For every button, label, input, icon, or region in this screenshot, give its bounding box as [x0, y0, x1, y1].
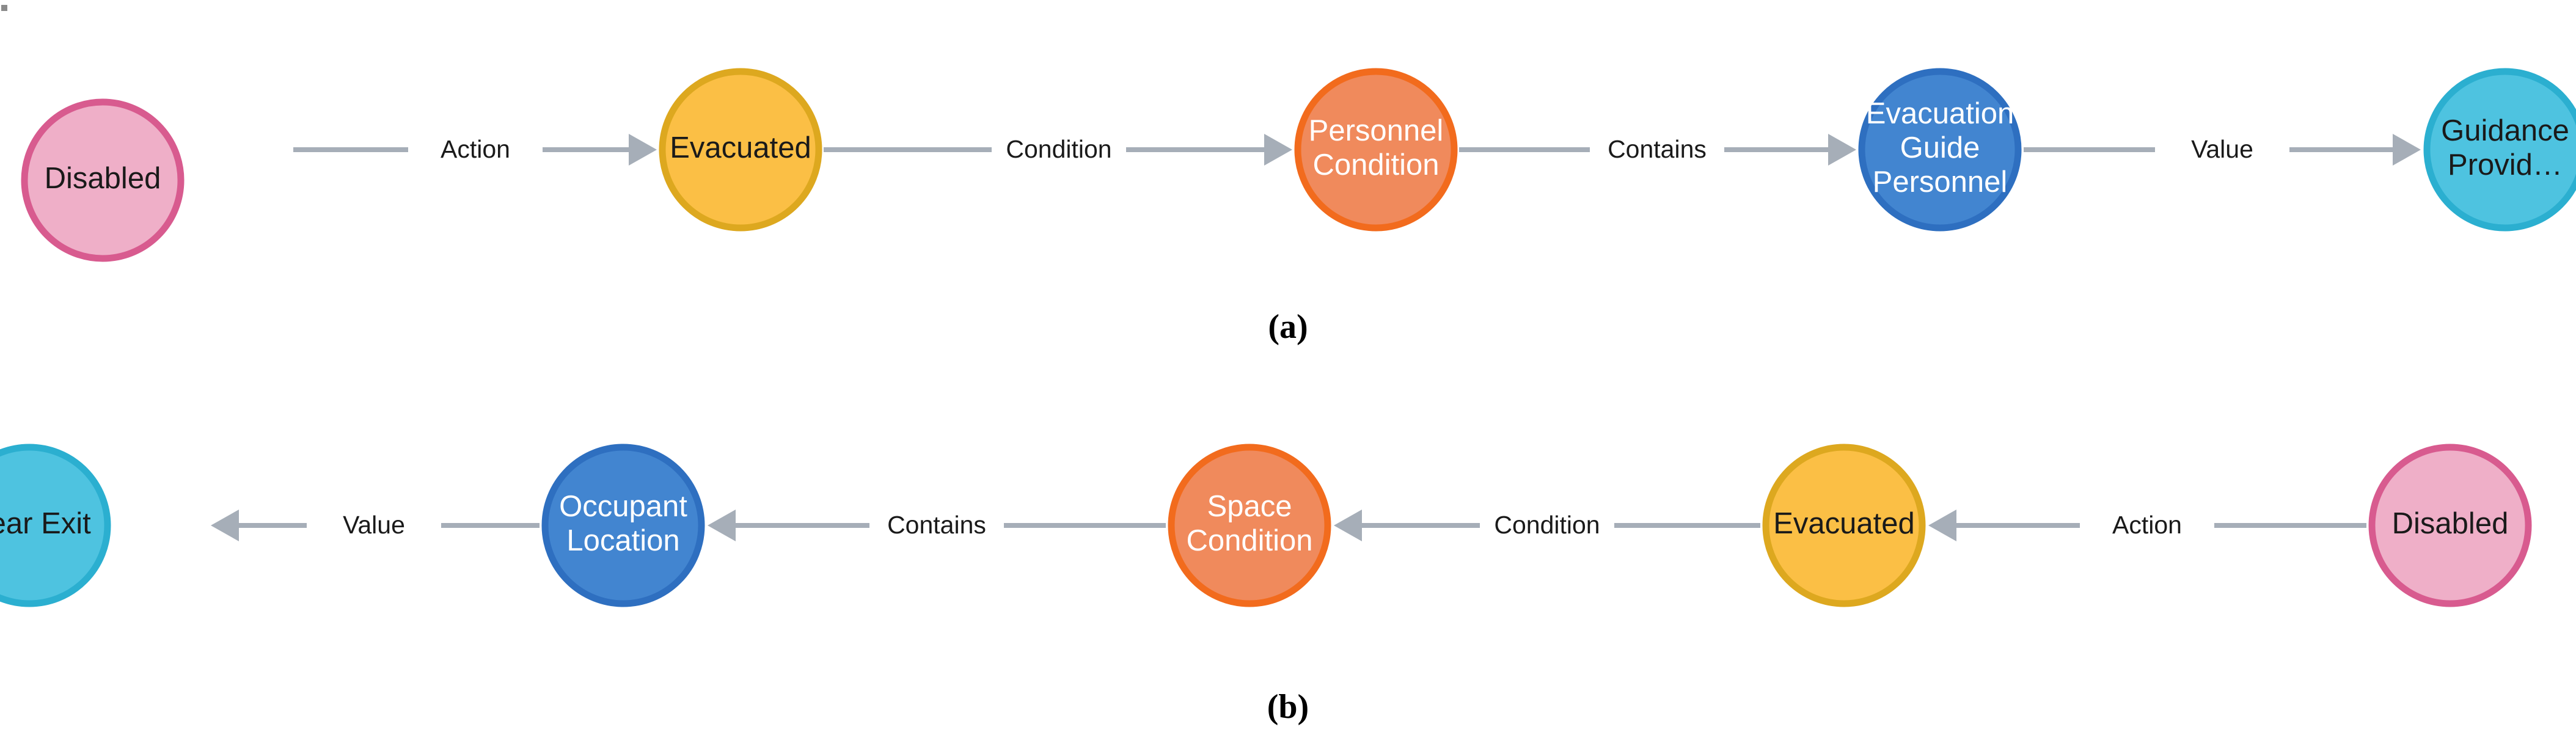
node-label: Evacuated: [1773, 507, 1915, 540]
panel-caption-b: (b): [1267, 688, 1309, 726]
edge-b-edge-value[interactable]: Value: [211, 510, 540, 541]
crop-corner-mark: [1, 5, 7, 11]
edge-label: Value: [343, 511, 405, 539]
node-a-disabled[interactable]: Disabled: [21, 98, 185, 262]
edge-label: Contains: [1608, 135, 1707, 163]
node-label: Disabled: [2392, 507, 2509, 540]
node-label: Near Exit: [0, 507, 91, 540]
edge-a-edge-action[interactable]: Action: [293, 134, 657, 166]
node-circle[interactable]: [0, 444, 111, 607]
node-circle[interactable]: [1858, 68, 2022, 232]
edge-label: Condition: [1494, 511, 1600, 539]
node-circle[interactable]: [1294, 68, 1458, 232]
node-circle[interactable]: [21, 98, 185, 262]
node-b-disabled[interactable]: Disabled: [2368, 444, 2532, 607]
node-b-near-exit[interactable]: Near Exit: [0, 444, 111, 607]
node-label: Disabled: [45, 162, 161, 195]
arrow-head-icon: [708, 510, 736, 541]
arrow-head-icon: [211, 510, 239, 541]
arrow-head-icon: [1928, 510, 1956, 541]
node-circle[interactable]: [541, 444, 705, 607]
arrow-head-icon: [2393, 134, 2421, 166]
panel-caption-a: (a): [1268, 308, 1308, 346]
arrow-head-icon: [1334, 510, 1362, 541]
edge-label: Action: [441, 135, 510, 163]
edge-b-edge-contains[interactable]: Contains: [708, 510, 1166, 541]
node-circle[interactable]: [2368, 444, 2532, 607]
edge-a-edge-contains[interactable]: Contains: [1459, 134, 1856, 166]
arrow-head-icon: [1828, 134, 1856, 166]
arrow-head-icon: [629, 134, 657, 166]
arrow-head-icon: [1264, 134, 1292, 166]
panel-b: Value Contains Condition Action Near Exit Occ…: [0, 444, 2532, 726]
node-a-evacuated[interactable]: Evacuated: [659, 68, 822, 232]
edge-label: Value: [2191, 135, 2253, 163]
node-circle[interactable]: [1762, 444, 1926, 607]
node-label: Evacuated: [670, 131, 811, 164]
node-b-evacuated[interactable]: Evacuated: [1762, 444, 1926, 607]
edge-a-edge-value[interactable]: Value: [2024, 134, 2421, 166]
node-circle[interactable]: [1168, 444, 1331, 607]
edge-a-edge-condition[interactable]: Condition: [824, 134, 1292, 166]
edge-b-edge-action[interactable]: Action: [1928, 510, 2366, 541]
edge-label: Condition: [1006, 135, 1111, 163]
node-circle[interactable]: [2423, 68, 2576, 232]
edge-b-edge-condition[interactable]: Condition: [1334, 510, 1760, 541]
edge-label: Contains: [887, 511, 986, 539]
node-circle[interactable]: [659, 68, 822, 232]
edge-label: Action: [2112, 511, 2182, 539]
